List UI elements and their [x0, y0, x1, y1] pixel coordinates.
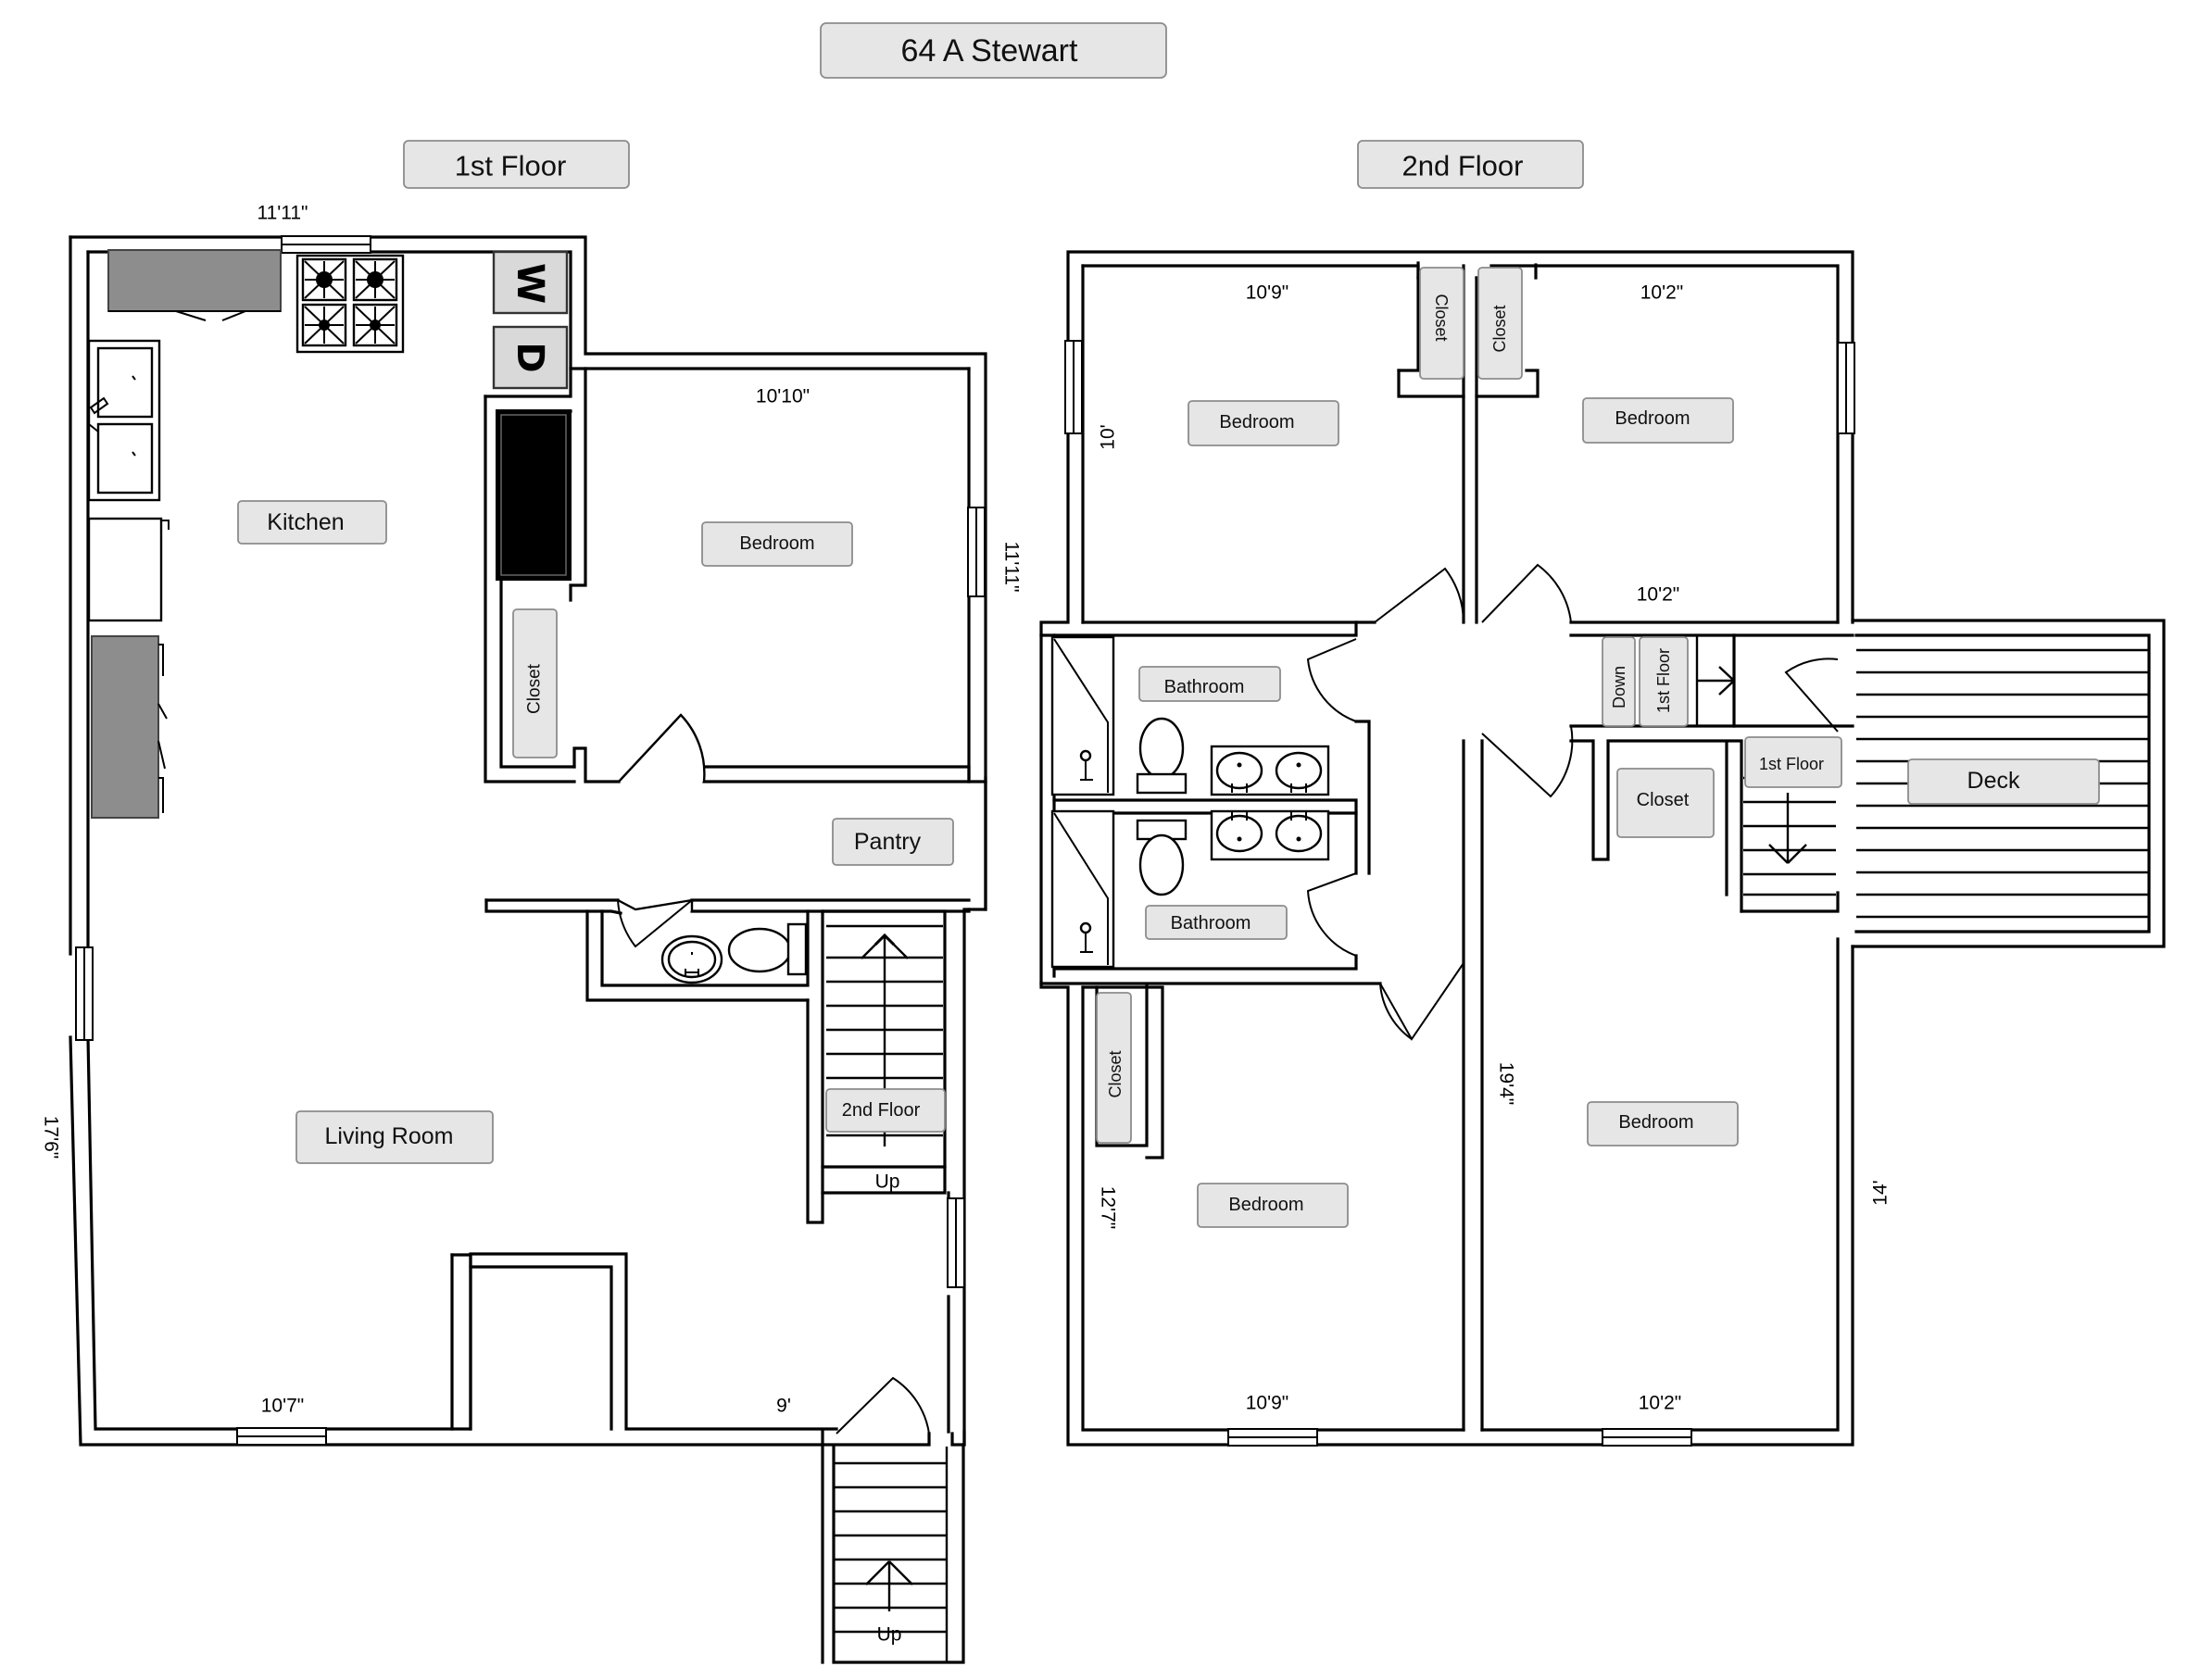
dim-br-side: 19'4" — [1496, 1062, 1517, 1106]
svg-text:Bedroom: Bedroom — [1615, 408, 1690, 429]
second-floor-windows — [1064, 340, 1855, 1447]
svg-text:2nd Floor: 2nd Floor — [1402, 150, 1524, 182]
svg-text:1st Floor: 1st Floor — [1759, 755, 1824, 773]
svg-text:Living Room: Living Room — [325, 1123, 454, 1149]
double-sink-icon — [1210, 809, 1330, 861]
dim-br-bottom: 10'2" — [1639, 1393, 1682, 1414]
entry-stairs — [835, 1447, 949, 1662]
first-floor-heading: 1st Floor — [403, 140, 630, 189]
kitchen-fixtures: W D — [87, 249, 572, 819]
room-label-bedroom-top-left: Bedroom — [1188, 400, 1339, 446]
stairs-label-down: Down — [1602, 636, 1636, 727]
toilet-icon — [1136, 819, 1188, 896]
svg-text:Closet: Closet — [1432, 294, 1451, 341]
room-label-bedroom-top-right: Bedroom — [1582, 397, 1734, 444]
room-label-bathroom-top: Bathroom — [1138, 666, 1281, 702]
svg-text:Closet: Closet — [1490, 305, 1509, 352]
toilet-icon — [1136, 717, 1188, 795]
svg-text:Bathroom: Bathroom — [1164, 677, 1245, 697]
second-floor-stairs-landing — [1743, 776, 1836, 896]
dim-tl-top: 10'9" — [1246, 282, 1289, 304]
fridge-icon — [496, 409, 572, 581]
dim-bedroom-top: 10'10" — [756, 386, 810, 407]
island-icon — [91, 635, 168, 819]
entry-up-label: Up — [877, 1624, 902, 1646]
room-label-deck: Deck — [1907, 758, 2100, 805]
first-floor-stairs — [826, 924, 943, 1146]
stairs-label-1st-floor-a: 1st Floor — [1639, 636, 1689, 727]
dim-bottom-left: 10'7" — [261, 1396, 305, 1417]
dim-bottom-right: 9' — [776, 1396, 791, 1417]
second-floor-heading: 2nd Floor — [1357, 140, 1584, 189]
deck-boards — [1856, 648, 2149, 919]
svg-text:Bedroom: Bedroom — [1219, 412, 1294, 432]
svg-text:Bedroom: Bedroom — [1228, 1195, 1303, 1215]
dim-tr-top: 10'2" — [1640, 282, 1684, 304]
dim-bl-bottom: 10'9" — [1246, 1393, 1289, 1414]
stairs-label-2nd-floor: 2nd Floor — [825, 1088, 946, 1133]
dim-right-side: 14' — [1870, 1180, 1892, 1205]
dim-bl-side: 12'7" — [1098, 1186, 1119, 1230]
svg-text:1st Floor: 1st Floor — [455, 150, 567, 182]
room-label-closet-a: Closet — [1419, 267, 1464, 380]
dim-tr-bottom: 10'2" — [1637, 584, 1680, 606]
svg-text:1st Floor: 1st Floor — [1654, 648, 1673, 713]
dim-tl-side: 10' — [1098, 424, 1119, 449]
room-label-kitchen: Kitchen — [237, 500, 387, 545]
room-label-closet-left: Closet — [1096, 992, 1132, 1144]
shower-icon — [1050, 635, 1115, 796]
bathroom-sink-icon — [660, 934, 723, 984]
room-label-closet-b: Closet — [1477, 267, 1523, 380]
svg-text:Down: Down — [1610, 666, 1628, 708]
first-floor-windows — [75, 235, 986, 1446]
dryer-icon: D — [492, 325, 569, 390]
svg-text:Pantry: Pantry — [854, 829, 922, 855]
first-floor-doors — [617, 713, 930, 1435]
svg-text:Bedroom: Bedroom — [1618, 1112, 1693, 1133]
room-label-pantry: Pantry — [832, 818, 954, 866]
bathroom-fixtures — [1050, 635, 1330, 969]
svg-text:Closet: Closet — [1637, 790, 1690, 810]
dim-left-side: 17'6" — [41, 1116, 62, 1159]
stove-icon — [295, 254, 405, 354]
svg-text:Closet: Closet — [525, 663, 545, 714]
svg-text:Bathroom: Bathroom — [1171, 913, 1251, 933]
half-bath-fixtures — [660, 922, 808, 984]
svg-text:Bedroom: Bedroom — [739, 533, 814, 554]
dishwasher-icon — [87, 517, 170, 622]
room-label-bathroom-bottom: Bathroom — [1145, 905, 1288, 940]
dim-bedroom-side: 11'11" — [1001, 541, 1023, 592]
svg-text:Closet: Closet — [1106, 1050, 1125, 1097]
sink-icon — [87, 339, 161, 502]
toilet-icon — [727, 922, 808, 976]
room-label-bedroom-bottom-right: Bedroom — [1587, 1101, 1739, 1146]
svg-text:2nd Floor: 2nd Floor — [842, 1100, 921, 1121]
second-floor-stairs-down — [1695, 635, 1735, 726]
svg-text:Deck: Deck — [1967, 768, 2020, 794]
room-label-bedroom-bottom-left: Bedroom — [1197, 1183, 1349, 1228]
plan-title: 64 A Stewart — [820, 22, 1167, 79]
svg-text:Kitchen: Kitchen — [267, 509, 344, 535]
room-label-closet-hall: Closet — [1616, 768, 1715, 838]
room-label-living-room: Living Room — [295, 1110, 494, 1164]
room-label-closet: Closet — [512, 608, 558, 758]
dim-kitchen-top: 11'11" — [257, 203, 308, 224]
svg-text:W: W — [509, 263, 551, 304]
svg-text:64 A Stewart: 64 A Stewart — [901, 33, 1078, 69]
room-label-bedroom: Bedroom — [701, 521, 853, 567]
shower-icon — [1050, 809, 1115, 969]
stairs-up-label: Up — [875, 1172, 900, 1193]
washer-icon: W — [492, 250, 569, 315]
second-floor-doors — [1306, 563, 1839, 1041]
svg-text:D: D — [509, 342, 551, 372]
double-sink-icon — [1210, 745, 1330, 796]
stairs-label-1st-floor-b: 1st Floor — [1744, 736, 1842, 788]
kitchen-counter — [107, 249, 282, 312]
